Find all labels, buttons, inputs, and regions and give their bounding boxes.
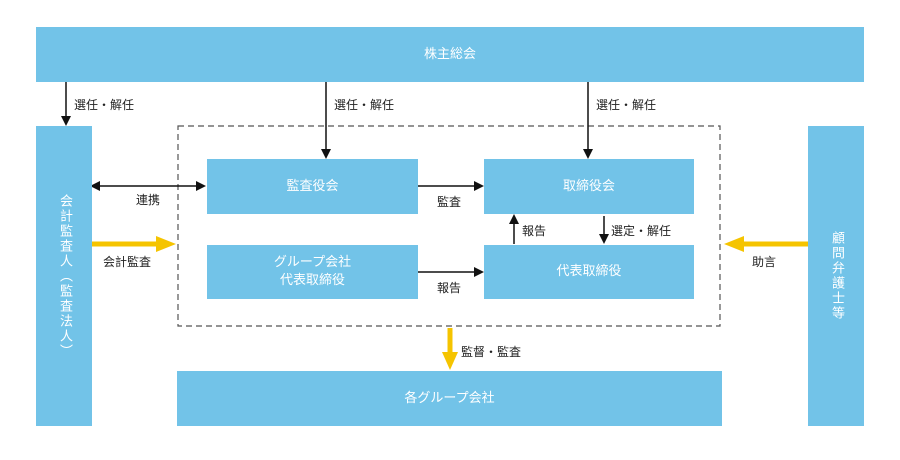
arrow-advice-head (724, 236, 744, 252)
label-supervision-audit: 監督・監査 (461, 345, 522, 359)
audit-board-label: 監査役会 (286, 178, 339, 194)
accounting-auditor-label: 会計監査人（監査法人） (57, 193, 72, 359)
shareholders-meeting-box: 株主総会 (36, 27, 864, 82)
board-of-directors-box: 取締役会 (484, 159, 694, 214)
board-of-directors-label: 取締役会 (562, 178, 615, 194)
group-companies-box: 各グループ会社 (177, 371, 722, 426)
advisors-label: 顧問弁護士等 (829, 231, 844, 321)
arrow-accounting-audit-head (156, 236, 176, 252)
label-accounting-audit: 会計監査 (103, 255, 152, 269)
management-boundary (177, 125, 721, 327)
shareholders-meeting-label: 株主総会 (423, 46, 476, 62)
label-report-group: 報告 (437, 281, 462, 295)
audit-board-box: 監査役会 (207, 159, 418, 214)
label-elect-dismiss-board: 選任・解任 (596, 98, 657, 112)
label-elect-dismiss-auditor: 選任・解任 (74, 98, 135, 112)
label-report-up: 報告 (522, 224, 547, 238)
label-audit: 監査 (437, 195, 462, 209)
advisors-box: 顧問弁護士等 (808, 126, 864, 426)
label-advice: 助言 (752, 255, 777, 269)
group-companies-label: 各グループ会社 (404, 390, 495, 406)
accounting-auditor-box: 会計監査人（監査法人） (36, 126, 92, 426)
group-companies-reps-box: グループ会社 代表取締役 (207, 245, 418, 299)
label-cooperation: 連携 (136, 193, 161, 207)
representative-director-box: 代表取締役 (484, 245, 694, 299)
label-elect-dismiss-audit-board: 選任・解任 (334, 98, 395, 112)
representative-director-label: 代表取締役 (556, 264, 622, 279)
group-companies-reps-line1: グループ会社 (273, 255, 352, 270)
arrow-supervision-head (442, 352, 458, 370)
label-selection-dismissal: 選定・解任 (611, 224, 672, 238)
group-companies-reps-line2: 代表取締役 (279, 273, 345, 288)
